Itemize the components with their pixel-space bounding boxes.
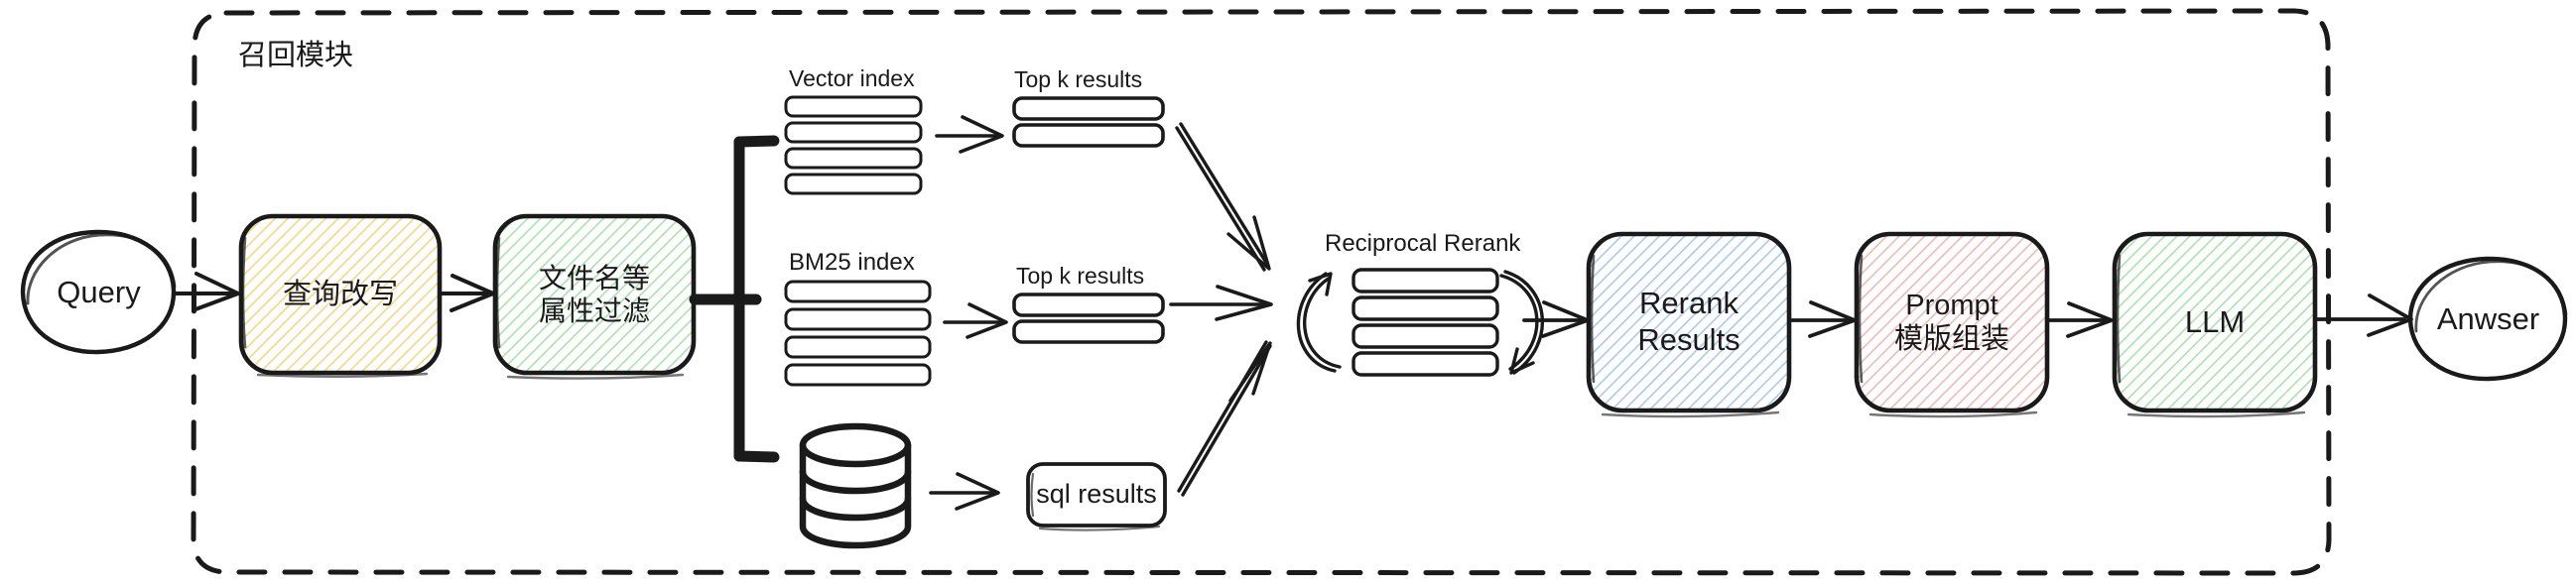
edge-query-to-rewrite (172, 272, 240, 311)
vector-index-label: Vector index (789, 65, 915, 91)
query-node (20, 229, 177, 355)
answer-node (2407, 256, 2568, 382)
sql-results-node (1026, 462, 1167, 531)
recall-module-label: 召回模块 (238, 40, 354, 71)
reciprocal-rerank-bars (1352, 268, 1499, 377)
rerank-loop-arrow-right (1499, 270, 1545, 375)
database-cylinder-icon (799, 422, 912, 549)
query-rewrite-node (238, 213, 443, 378)
llm-node (2112, 231, 2318, 418)
bm25-topk-label: Top k results (1016, 263, 1145, 289)
edge-db-to-sql (929, 472, 1000, 511)
edge-sql-to-rerank (1177, 340, 1272, 497)
attribute-filter-node (492, 213, 697, 380)
rerank-loop-arrow-left (1296, 272, 1342, 373)
fork-bracket (689, 135, 780, 463)
edge-prompt-to-llm (2047, 301, 2114, 338)
bm25-index-bars (784, 280, 932, 387)
edge-rewrite-to-filter (439, 274, 495, 312)
edge-vector-to-topk (935, 115, 1004, 154)
vector-topk-label: Top k results (1014, 66, 1143, 92)
bm25-index-label: BM25 index (789, 249, 915, 276)
vector-topk-bars (1012, 96, 1165, 148)
edge-bm25-to-topk (943, 302, 1008, 339)
bm25-topk-bars (1012, 293, 1165, 344)
rerank-results-node (1586, 231, 1792, 418)
prompt-assembly-node (1854, 231, 2050, 418)
vector-index-bars (784, 95, 923, 195)
reciprocal-rerank-label: Reciprocal Rerank (1325, 230, 1521, 257)
edge-rerank-results-to-prompt (1789, 300, 1857, 338)
edge-llm-to-answer (2315, 294, 2413, 337)
recall-module-container (191, 8, 2332, 576)
edge-vector-topk-to-rerank (1175, 122, 1271, 272)
edge-bm25-topk-to-rerank (1169, 285, 1273, 321)
